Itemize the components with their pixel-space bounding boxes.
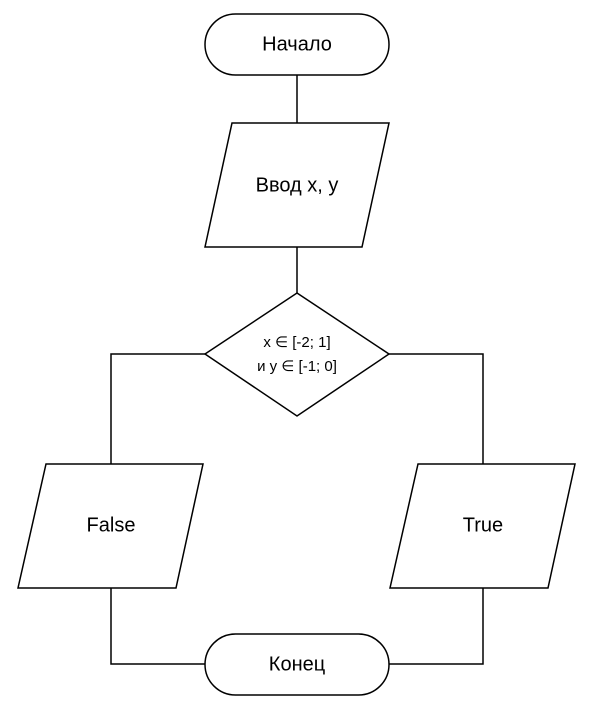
true-output-block: True — [389, 463, 576, 589]
connector-condition-false — [110, 353, 205, 464]
start-label: Начало — [262, 33, 332, 55]
connector-condition-true — [389, 353, 484, 464]
end-label: Конец — [269, 653, 325, 675]
input-block: Ввод x, y — [204, 122, 390, 248]
end-terminator: Конец — [204, 633, 390, 696]
connector-false-end — [110, 588, 205, 665]
condition-decision: x ∈ [-2; 1] и y ∈ [-1; 0] — [203, 292, 391, 417]
true-label: True — [463, 514, 503, 536]
false-output-block: False — [17, 463, 204, 589]
start-terminator: Начало — [204, 13, 390, 76]
connector-true-end — [389, 588, 484, 665]
input-label: Ввод x, y — [256, 174, 339, 196]
condition-line1: x ∈ [-2; 1] — [263, 334, 330, 351]
false-label: False — [87, 514, 136, 536]
condition-line2: и y ∈ [-1; 0] — [257, 358, 337, 375]
